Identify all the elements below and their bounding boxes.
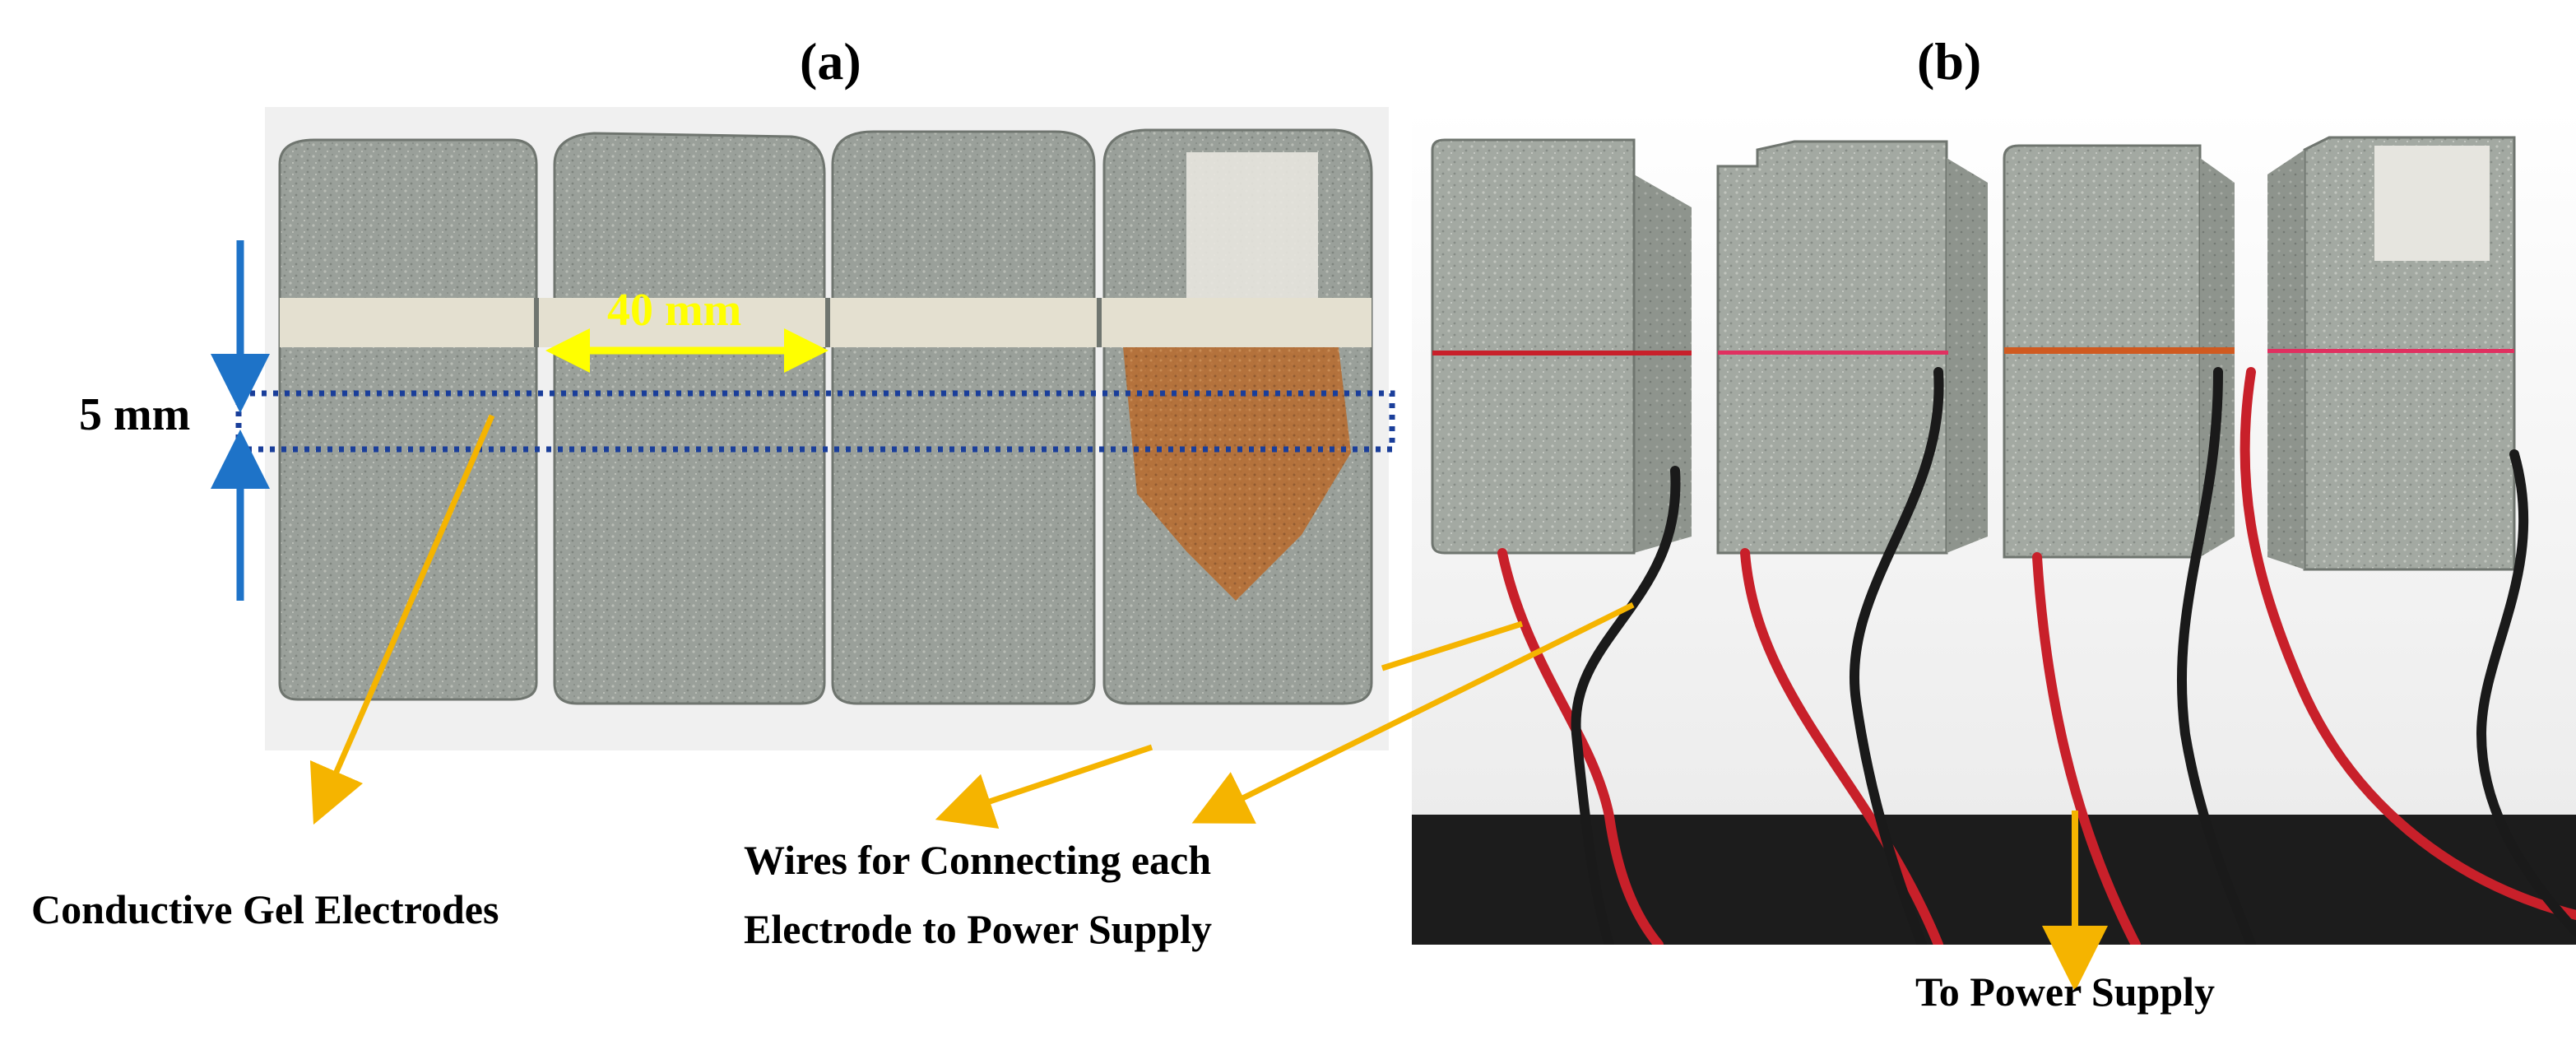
electrodes-label: Conductive Gel Electrodes [31,886,499,932]
wired-block-4 [2267,136,2516,571]
red-wire-4 [2239,367,2576,920]
photo-specimens-wired [1412,109,2576,945]
photo-b-drawing [1412,109,2576,945]
white-patch [1186,152,1318,300]
concrete-block-2 [553,132,826,705]
concrete-block-1 [278,138,538,701]
dimension-5mm-label: 5 mm [79,389,191,440]
panel-a-title: (a) [800,32,861,91]
concrete-block-4 [1102,128,1373,705]
concrete-block-3 [831,130,1096,705]
electrode-dotted-box [235,390,1395,453]
black-wire-3 [2176,367,2256,945]
photo-specimens-front [265,107,1389,750]
electrode-callout-arrow [309,414,495,825]
panel-b-title: (b) [1917,32,1982,91]
black-wire-4 [2476,449,2576,936]
wired-block-1 [1431,138,1692,555]
wires-label-line2: Electrode to Power Supply [744,906,1212,952]
wire-callout-arrow-1 [935,744,1153,829]
rust-stain [1121,313,1351,601]
wire-callout-arrow-2 [1191,602,1635,824]
red-wire-3 [2032,552,2141,945]
dimension-40mm-label: 40 mm [607,285,742,336]
wire-callout-segment-1 [1381,620,1524,671]
wire-bundle [1497,367,2576,945]
wires-label-line1: Wires for Connecting each [744,837,1212,883]
red-wire-1 [1497,548,1664,945]
wired-block-2 [1716,140,1988,555]
photo-a-drawing [278,128,1373,705]
black-wire-2 [1850,367,1944,945]
power-supply-label: To Power Supply [1915,969,2216,1015]
black-wire-1 [1571,466,1681,945]
red-wire-2 [1740,548,1943,945]
